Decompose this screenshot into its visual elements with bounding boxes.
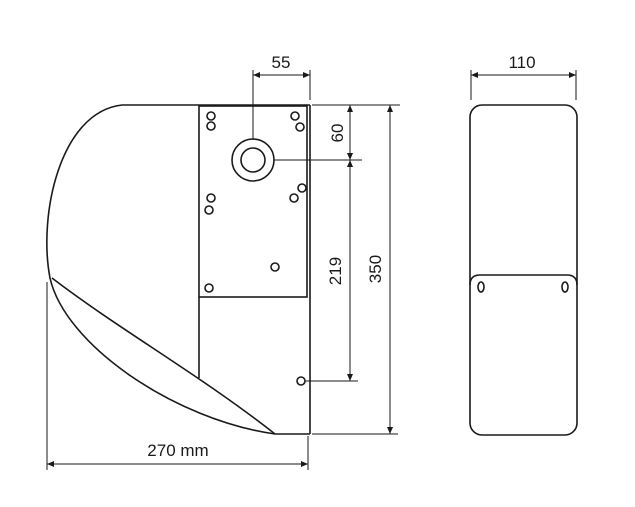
mounting-hole <box>204 205 214 215</box>
shaft-outer-ring <box>231 138 275 182</box>
mounting-hole <box>206 193 216 203</box>
front-view: 110 <box>469 53 578 436</box>
dimension-shaft-offset: 55 <box>252 53 311 140</box>
dim-label-350: 350 <box>366 255 385 283</box>
dim-label-110: 110 <box>508 53 535 72</box>
mounting-hole <box>290 111 300 121</box>
mounting-hole <box>204 283 214 293</box>
mounting-hole <box>270 262 280 272</box>
dim-label-270mm: 270 mm <box>147 441 208 460</box>
dimension-total-height: 350 <box>312 105 398 435</box>
dimension-width: 270 mm <box>46 282 309 470</box>
cover-screw <box>477 281 485 293</box>
cover-screw <box>561 281 569 293</box>
side-view <box>46 104 311 435</box>
front-cover <box>469 274 578 286</box>
dim-label-55: 55 <box>272 53 291 72</box>
housing-outline <box>46 104 310 435</box>
dim-label-60: 60 <box>328 124 347 143</box>
mounting-holes <box>204 111 307 386</box>
dim-label-219: 219 <box>326 257 345 285</box>
front-housing <box>469 104 578 436</box>
mounting-hole <box>297 183 307 193</box>
mounting-hole <box>289 193 299 203</box>
cover-edge <box>51 277 276 435</box>
mounting-hole <box>296 376 306 386</box>
mounting-hole <box>295 122 305 132</box>
shaft-inner-ring <box>240 147 266 173</box>
dimension-top-to-shaft: 60 <box>274 104 400 161</box>
dimension-shaft-to-mount: 219 <box>305 160 358 382</box>
mounting-hole <box>206 111 216 121</box>
mounting-hole <box>206 121 216 131</box>
